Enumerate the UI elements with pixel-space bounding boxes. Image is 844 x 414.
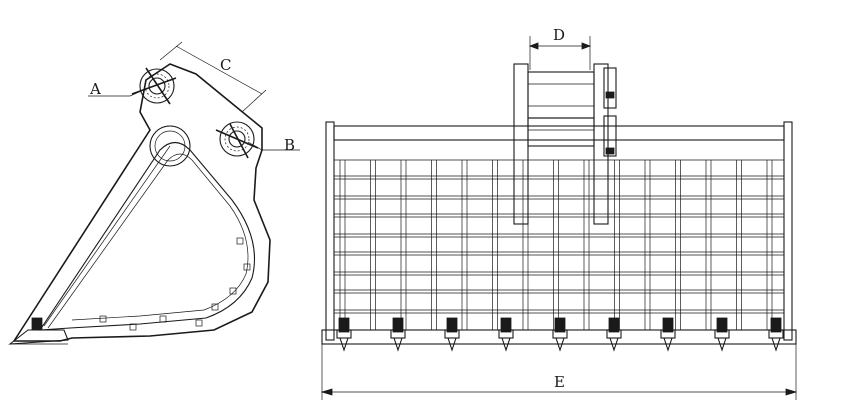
side-view: A B C <box>8 41 300 345</box>
pin-b <box>215 121 259 159</box>
front-view: D E <box>320 26 798 400</box>
side-outer-profile <box>12 63 271 342</box>
right-post <box>783 121 793 341</box>
label-b: B <box>284 136 295 154</box>
label-a: A <box>89 80 101 98</box>
label-e: E <box>554 373 565 391</box>
side-tooth <box>8 317 69 345</box>
main-pivot <box>149 125 191 167</box>
label-c: C <box>220 56 231 74</box>
side-inner-arm <box>38 141 255 331</box>
pin-a <box>131 67 177 105</box>
label-d: D <box>553 26 565 44</box>
top-beam <box>333 125 785 141</box>
left-post <box>325 121 335 341</box>
screen-grid <box>334 160 784 330</box>
mount-bracket <box>513 63 617 225</box>
bucket-teeth <box>336 317 784 352</box>
